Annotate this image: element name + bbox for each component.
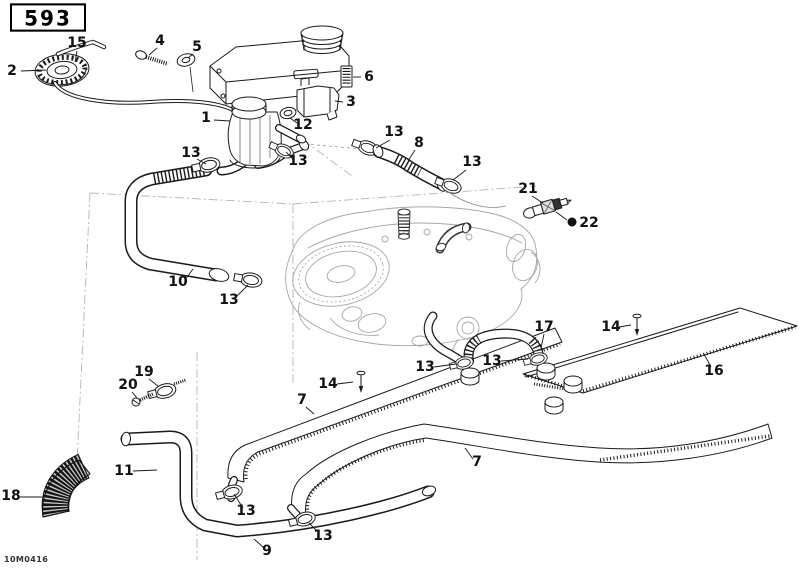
- part-callout-4-2: 4: [155, 33, 165, 49]
- leader-line-3: [334, 100, 344, 103]
- bracket-3: [296, 77, 340, 121]
- part-callout-19-25: 19: [134, 364, 153, 380]
- part-callout-12-7: 12: [293, 117, 312, 133]
- engine-model-label: 593: [24, 4, 72, 31]
- part-callout-13-8: 13: [181, 145, 200, 161]
- engine-fittings: [397, 208, 472, 254]
- service-product-marker: [567, 217, 577, 227]
- leader-line-11: [132, 469, 158, 472]
- hose-guard-18: [41, 453, 91, 518]
- reservoir-bottle-1: [216, 96, 310, 176]
- leader-line-13: [500, 358, 529, 362]
- leader-line-13: [308, 522, 320, 534]
- engine-outlet-tube: [423, 311, 465, 365]
- part-callout-7-22: 7: [472, 454, 482, 470]
- part-callout-13-23: 13: [415, 359, 434, 375]
- part-callout-9-29: 9: [262, 543, 272, 559]
- part-callout-13-12: 13: [462, 154, 481, 170]
- leader-line-17: [540, 333, 545, 349]
- leader-line-14: [618, 324, 632, 328]
- part-callout-1-4: 1: [201, 110, 211, 126]
- leader-line-9: [253, 538, 265, 549]
- leader-line-4: [148, 47, 158, 56]
- part-callout-20-26: 20: [118, 377, 138, 393]
- part-callout-2-0: 2: [7, 63, 17, 79]
- part-callout-13-31: 13: [313, 528, 332, 544]
- part-callout-7-21: 7: [297, 392, 307, 408]
- bolt-4-washer-5: [135, 50, 196, 93]
- part-callout-13-10: 13: [384, 124, 403, 140]
- leader-line-12: [289, 117, 298, 124]
- leader-line-14: [336, 381, 354, 385]
- leader-line-13: [452, 169, 467, 181]
- part-callout-16-20: 16: [704, 363, 723, 379]
- hose-10: [124, 155, 264, 290]
- leader-line-19: [148, 378, 159, 387]
- leader-line-1: [213, 119, 231, 122]
- leader-line-7: [305, 406, 315, 415]
- leader-line-16: [703, 353, 712, 368]
- leader-line-13: [196, 158, 207, 165]
- leader-line-5: [187, 53, 194, 59]
- heat-exchanger-front-upper: [227, 327, 563, 483]
- part-callout-15-1: 15: [67, 35, 86, 51]
- leader-line-7: [464, 447, 474, 460]
- part-callout-13-16: 13: [219, 292, 238, 308]
- leader-line-8: [407, 149, 416, 162]
- drawing-code: 10M0416: [4, 555, 49, 564]
- leader-line-20: [131, 391, 138, 399]
- hose-9-11: [120, 430, 437, 538]
- part-callout-11-28: 11: [114, 463, 133, 479]
- part-callout-21-13: 21: [518, 181, 537, 197]
- part-callout-13-9: 13: [288, 153, 307, 169]
- part-callout-17-17: 17: [534, 319, 553, 335]
- part-callout-8-11: 8: [414, 135, 424, 151]
- leader-line-2: [20, 69, 47, 72]
- engine-ghost-drawing: [285, 206, 541, 354]
- clamp-19-screw-20: [131, 378, 187, 407]
- hose-8: [350, 135, 507, 208]
- leader-line-13: [433, 363, 457, 368]
- part-callout-13-24: 13: [482, 353, 501, 369]
- leader-line-21: [531, 195, 544, 204]
- part-callout-22-14: 22: [579, 215, 598, 231]
- leader-line-13: [375, 139, 391, 149]
- engine-model-box: 593: [10, 3, 86, 32]
- heat-exchanger-front-lower: [291, 423, 773, 517]
- part-callout-6-5: 6: [364, 69, 374, 85]
- part-callout-13-30: 13: [236, 503, 255, 519]
- pin-14-left: [356, 370, 366, 394]
- leader-line-22: [555, 211, 568, 221]
- exchanger-inlet-stubs: [214, 476, 318, 531]
- leader-line-10: [184, 268, 194, 281]
- leader-line-13: [285, 151, 294, 160]
- part-callout-5-3: 5: [192, 39, 202, 55]
- filler-neck: [300, 25, 344, 54]
- part-callout-10-15: 10: [168, 274, 188, 290]
- pin-14-right: [632, 313, 642, 337]
- damper-strip-6: [340, 65, 353, 88]
- part-callout-3-6: 3: [346, 94, 356, 110]
- part-callout-14-19: 14: [601, 319, 621, 335]
- leader-line-15: [74, 50, 78, 63]
- part-callout-18-27: 18: [1, 488, 20, 504]
- temperature-sensor-21: [523, 197, 572, 219]
- part-callout-14-18: 14: [318, 376, 338, 392]
- vent-hose-15: [53, 39, 238, 114]
- leader-line-13: [233, 493, 244, 509]
- leader-line-13: [234, 284, 249, 299]
- u-hose-17: [448, 328, 549, 373]
